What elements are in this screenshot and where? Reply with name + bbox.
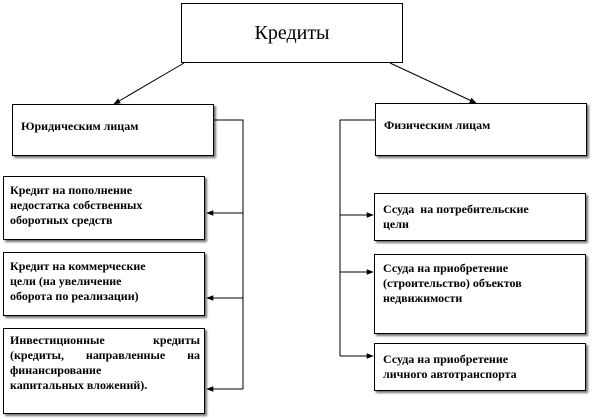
item-line: цели xyxy=(383,217,409,231)
individuals-label: Физическим лицам xyxy=(384,118,491,132)
item-line: личного автотранспорта xyxy=(383,367,517,381)
item-line: оборотных средств xyxy=(10,213,113,227)
item-line: оборота по реализации) xyxy=(10,289,139,303)
root-to-physical-arrow xyxy=(389,62,477,104)
item-line: (кредиты, направленные на xyxy=(10,348,200,362)
physical-item-consumer: Ссуда на потребительские цели xyxy=(374,193,586,241)
root-to-legal-arrow xyxy=(113,62,185,105)
individuals-node: Физическим лицам xyxy=(375,103,587,156)
item-line: (строительство) объектов xyxy=(383,276,522,290)
item-line: недвижимости xyxy=(383,291,463,305)
physical-item-vehicle: Ссуда на приобретение личного автотрансп… xyxy=(374,343,586,391)
item-line: капитальных вложений). xyxy=(10,378,148,392)
item-line: Инвестиционные кредиты xyxy=(10,333,200,347)
legal-entities-label: Юридическим лицам xyxy=(21,119,139,133)
root-node: Кредиты xyxy=(181,3,403,63)
item-line: финансирование xyxy=(10,363,102,377)
legal-item-commercial: Кредит на коммерческие цели (на увеличен… xyxy=(3,252,205,316)
item-line: Кредит на пополнение xyxy=(10,183,133,197)
item-line: Ссуда на приобретение xyxy=(383,261,509,275)
item-line: Ссуда на приобретение xyxy=(383,352,509,366)
item-line: Кредит на коммерческие xyxy=(10,259,146,273)
physical-bracket-line xyxy=(339,119,375,356)
root-label: Кредиты xyxy=(254,21,330,44)
legal-bracket-line xyxy=(214,119,244,389)
legal-entities-node: Юридическим лицам xyxy=(12,104,214,156)
physical-item-real-estate: Ссуда на приобретение (строительство) об… xyxy=(374,254,586,334)
item-line: Ссуда на потребительские xyxy=(383,202,529,216)
item-line: цели (на увеличение xyxy=(10,274,122,288)
legal-item-investment: Инвестиционные кредиты (кредиты, направл… xyxy=(3,328,205,414)
legal-item-working-capital: Кредит на пополнение недостатка собствен… xyxy=(3,176,205,240)
item-line: недостатка собственных xyxy=(10,198,143,212)
